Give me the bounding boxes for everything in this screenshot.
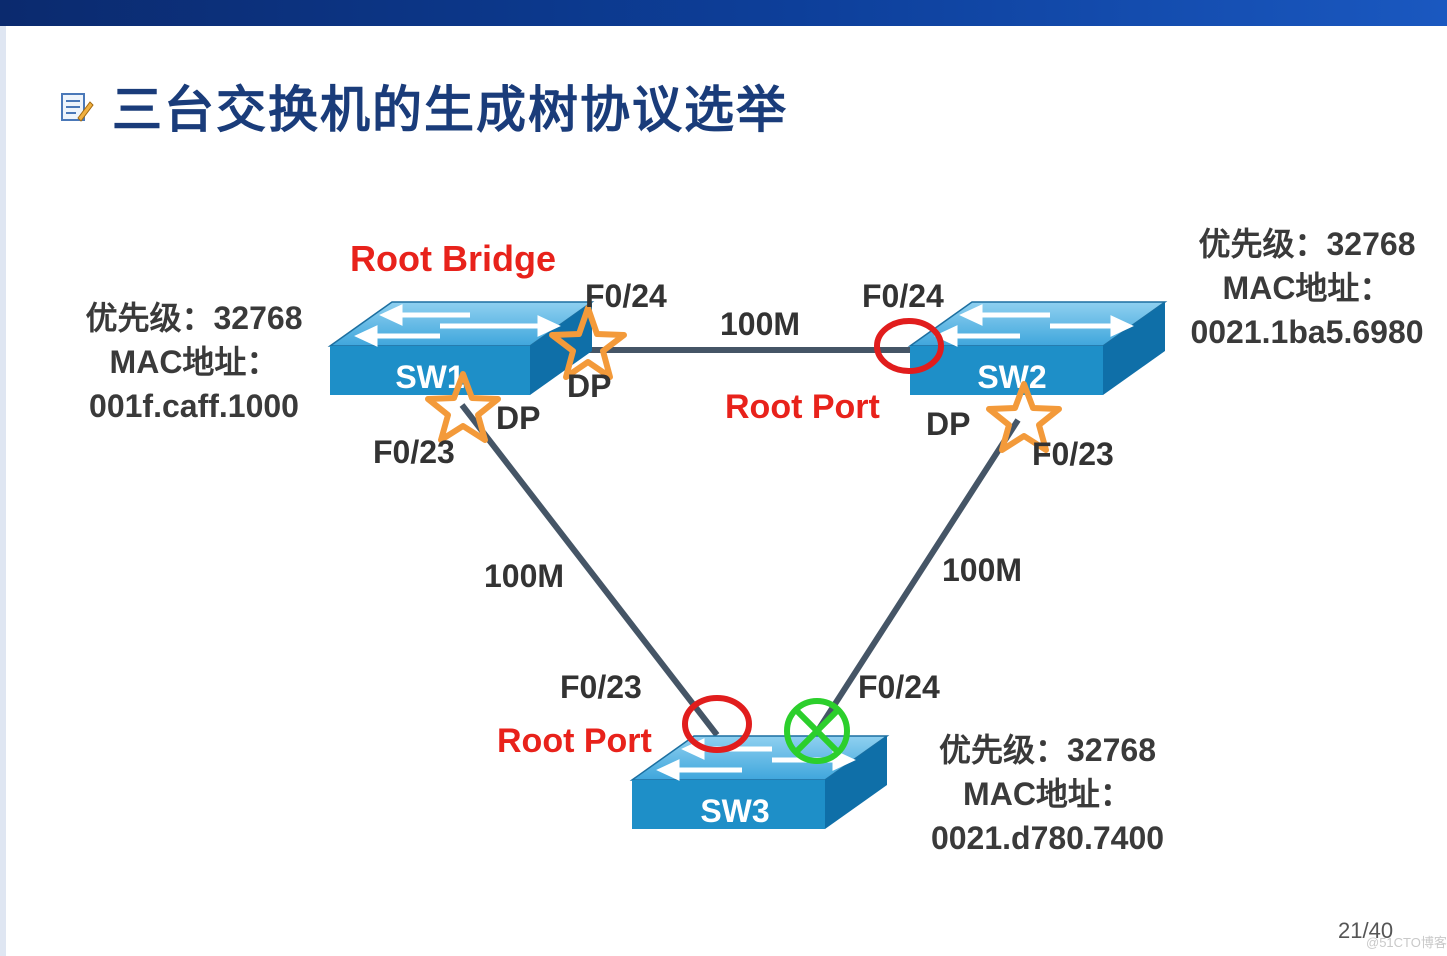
switch-name-sw3: SW3 <box>700 793 769 829</box>
page-number: 21/40 <box>1338 918 1394 943</box>
role-label-sw2-f023: DP <box>926 406 971 442</box>
sw1-mac-label: MAC地址： <box>109 344 279 380</box>
slide-left-edge <box>0 26 6 956</box>
port-label-sw2-f024: F0/24 <box>862 278 944 314</box>
sw2-mac-label: MAC地址： <box>1222 270 1392 306</box>
sw1-mac: 001f.caff.1000 <box>89 388 299 424</box>
sw3-mac-label: MAC地址： <box>963 776 1132 812</box>
designated-port-star-sw1-f023 <box>425 371 501 443</box>
switch-sw1 <box>327 301 595 395</box>
port-label-sw2-f023: F0/23 <box>1032 436 1114 472</box>
link-bandwidth-sw1-sw3: 100M <box>484 558 565 594</box>
sw2-info: 优先级：32768 MAC地址： 0021.1ba5.6980 <box>1172 222 1442 354</box>
switch-name-sw1: SW1 <box>395 359 464 395</box>
role-label-sw3-f023: Root Port <box>497 722 652 760</box>
notepad-icon <box>61 93 94 122</box>
sw1-info: 优先级：32768 MAC地址： 001f.caff.1000 <box>60 296 328 428</box>
link-bandwidth-sw2-sw3: 100M <box>942 552 1023 588</box>
sw1-priority: 优先级：32768 <box>85 300 303 336</box>
designated-port-star-sw2-f023 <box>986 381 1062 453</box>
port-label-sw3-f024: F0/24 <box>858 669 940 705</box>
designated-port-star-sw1-f024 <box>549 305 627 380</box>
role-label-sw2-f024: Root Port <box>725 388 880 426</box>
sw2-mac: 0021.1ba5.6980 <box>1190 314 1424 350</box>
switch-name-sw2: SW2 <box>977 359 1046 395</box>
role-label-sw1-f024: DP <box>567 368 612 404</box>
sw3-priority: 优先级：32768 <box>939 732 1156 768</box>
link-sw1-sw3 <box>459 403 720 737</box>
link-sw2-sw3 <box>812 418 1021 737</box>
sw3-info: 优先级：32768 MAC地址： 0021.d780.7400 <box>910 728 1185 860</box>
sw2-priority: 优先级：32768 <box>1198 226 1416 262</box>
root-port-circle-sw3-f023 <box>682 695 752 753</box>
slide-title: 三台交换机的生成树协议选举 <box>112 81 788 139</box>
watermark: @51CTO博客 <box>1366 935 1447 950</box>
port-label-sw1-f023: F0/23 <box>373 434 455 470</box>
role-label-sw1-f023: DP <box>496 400 541 436</box>
root-port-circle-sw2-f024 <box>874 318 944 374</box>
port-label-sw1-f024: F0/24 <box>585 278 667 314</box>
link-bandwidth-sw1-sw2: 100M <box>720 306 801 342</box>
port-label-sw3-f023: F0/23 <box>560 669 642 705</box>
blocked-port-icon-sw3-f024 <box>784 698 850 764</box>
slide-top-bar <box>0 0 1447 26</box>
root-bridge-label: Root Bridge <box>350 238 556 279</box>
sw3-mac: 0021.d780.7400 <box>930 820 1165 856</box>
